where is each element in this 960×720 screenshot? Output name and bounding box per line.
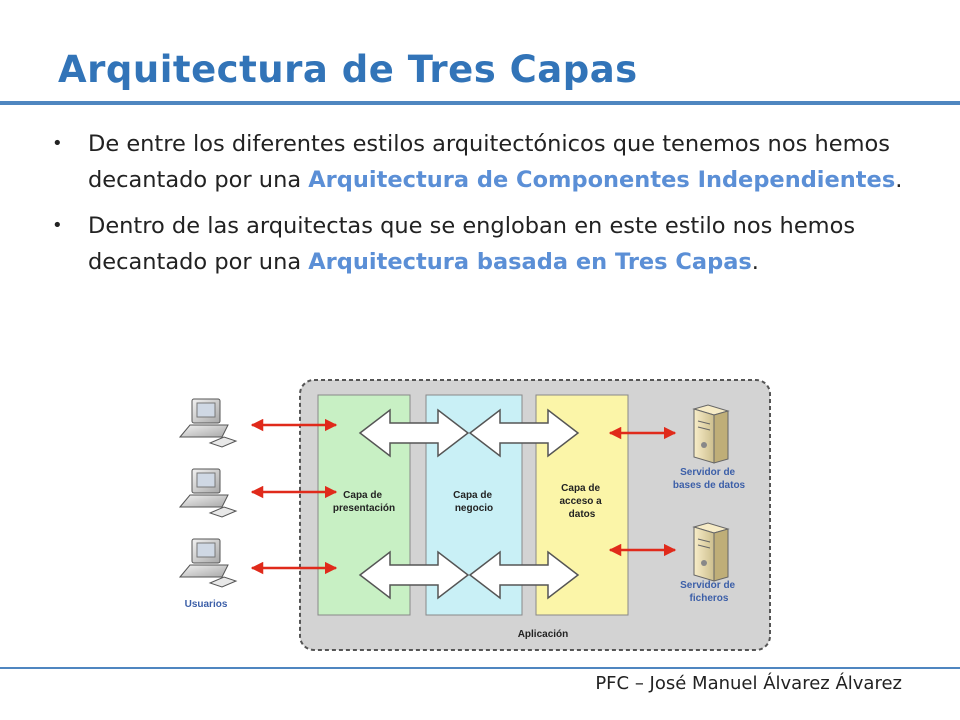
database-server-label: Servidor de bases de datos — [673, 467, 746, 491]
bullet-text: Dentro de las arquitectas que se engloba… — [88, 213, 856, 275]
database-server-icon — [692, 404, 730, 464]
user-computer-icon — [178, 398, 238, 448]
file-server-icon — [692, 522, 730, 582]
file-server-label: Servidor de ficheros — [680, 580, 738, 604]
bullet-end: . — [751, 249, 759, 275]
layer-business-label: Capa de negocio — [453, 490, 495, 514]
users-label: Usuarios — [185, 599, 228, 610]
footer-divider — [0, 667, 960, 669]
double-arrow — [358, 408, 470, 458]
bullet-text: De entre los diferentes estilos arquitec… — [88, 131, 890, 193]
double-arrow — [468, 550, 580, 600]
bullet-list: • De entre los diferentes estilos arquit… — [52, 126, 922, 290]
layer-data-access-label: Capa de acceso a datos — [559, 483, 604, 520]
slide-title: Arquitectura de Tres Capas — [58, 48, 638, 91]
bullet-icon: • — [52, 215, 63, 236]
user-computer-icon — [178, 468, 238, 518]
bullet-highlight: Arquitectura de Componentes Independient… — [308, 167, 896, 193]
application-label: Aplicación — [518, 629, 569, 640]
bullet-item: • Dentro de las arquitectas que se englo… — [52, 208, 922, 280]
double-arrow — [468, 408, 580, 458]
user-computer-icon — [178, 538, 238, 588]
bullet-icon: • — [52, 133, 63, 154]
double-arrow — [358, 550, 470, 600]
title-divider — [0, 101, 960, 105]
bullet-item: • De entre los diferentes estilos arquit… — [52, 126, 922, 198]
bullet-end: . — [895, 167, 903, 193]
bullet-highlight: Arquitectura basada en Tres Capas — [308, 249, 752, 275]
slide-footer: PFC – José Manuel Álvarez Álvarez — [595, 673, 902, 694]
layer-presentation-label: Capa de presentación — [333, 490, 395, 514]
three-tier-diagram: Capa de presentación Capa de negocio Cap… — [178, 379, 771, 651]
